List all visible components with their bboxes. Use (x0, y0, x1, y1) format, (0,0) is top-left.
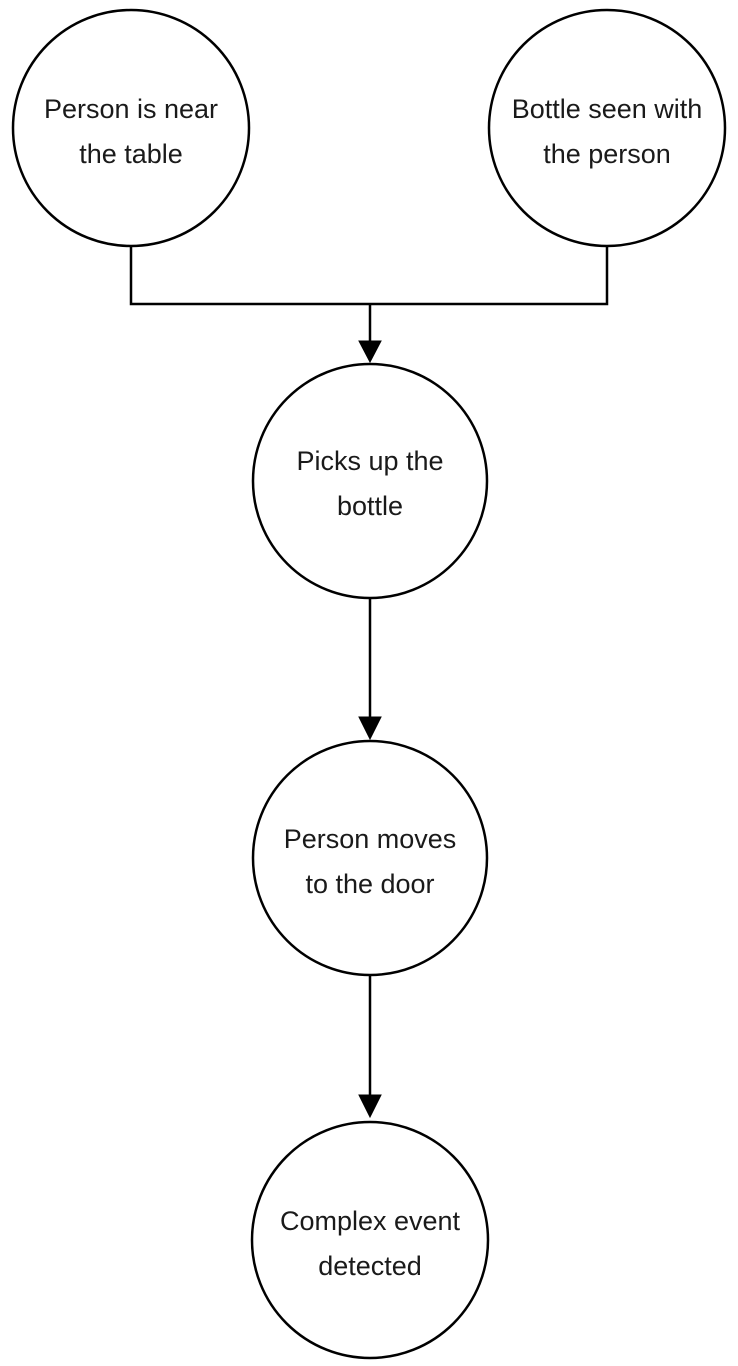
node-circle (487, 8, 727, 248)
node-label-line-1: Bottle seen with (512, 94, 703, 124)
arrowhead-to-moves (358, 716, 382, 741)
node-label-line-1: Person is near (44, 94, 218, 124)
node-person-near-table: Person is near the table (11, 8, 251, 248)
node-label-line-2: detected (318, 1251, 422, 1281)
node-bottle-seen: Bottle seen with the person (487, 8, 727, 248)
node-label-line-2: the person (543, 139, 671, 169)
node-circle (250, 1120, 490, 1360)
node-label-line-2: to the door (305, 869, 434, 899)
node-complex-event: Complex event detected (250, 1120, 490, 1360)
node-label-line-2: the table (79, 139, 183, 169)
node-circle (251, 739, 489, 977)
node-circle (251, 362, 489, 600)
arrowhead-to-complex (358, 1094, 382, 1119)
arrowhead-to-picks-up (358, 340, 382, 364)
node-circle (11, 8, 251, 248)
node-picks-up-bottle: Picks up the bottle (251, 362, 489, 600)
node-label-line-1: Person moves (284, 824, 457, 854)
connectors (129, 246, 609, 1119)
node-label-line-2: bottle (337, 491, 403, 521)
node-label-line-1: Complex event (280, 1206, 461, 1236)
node-label-line-1: Picks up the (296, 446, 443, 476)
merge-connector (129, 246, 609, 306)
node-person-moves-door: Person moves to the door (251, 739, 489, 977)
